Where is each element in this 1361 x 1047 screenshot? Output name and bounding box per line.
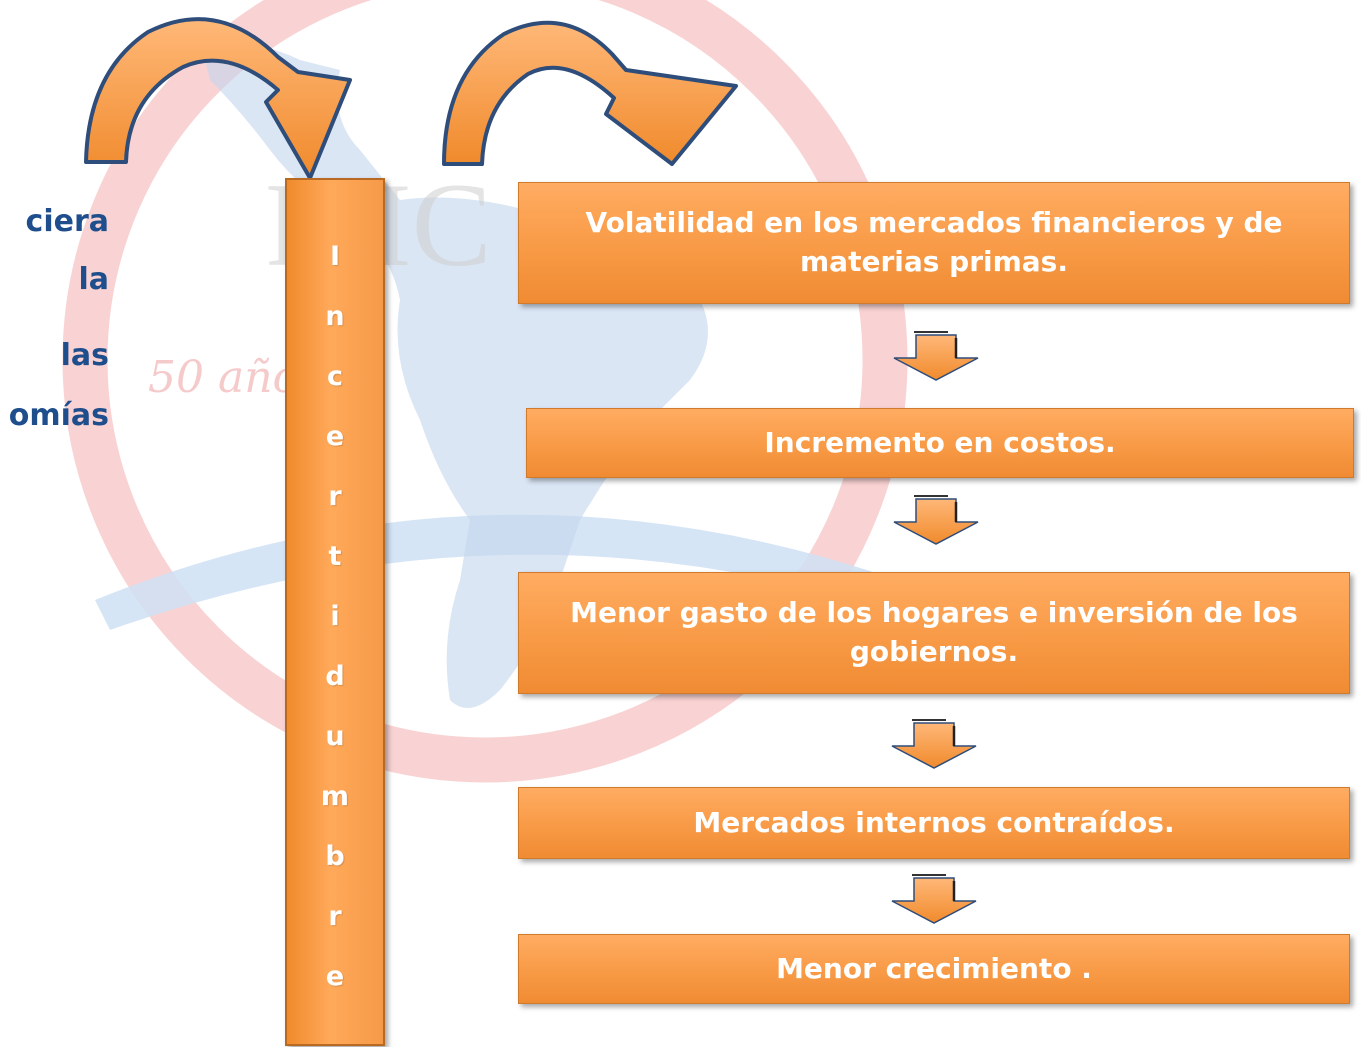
flow-box-contracted-markets: Mercados internos contraídos. [518,787,1350,859]
vertical-letter: c [326,361,343,392]
vertical-letter: r [328,901,342,932]
vertical-letter: u [325,721,345,752]
flow-box-cost-increase: Incremento en costos. [526,408,1354,478]
down-arrow-icon [893,495,979,545]
title-fragment-2: la [78,262,109,297]
flow-box-volatility: Volatilidad en los mercados financieros … [518,182,1350,304]
curved-arrow-icon [442,20,738,166]
watermark-map [200,40,708,708]
vertical-letter: r [328,481,342,512]
flow-box-lower-spending: Menor gasto de los hogares e inversión d… [518,572,1350,694]
vertical-letter: b [325,841,345,872]
vertical-letter: t [328,541,342,572]
vertical-letter: e [325,961,345,992]
vertical-letter: m [320,781,350,812]
vertical-letter: I [329,241,341,272]
vertical-letter: n [325,301,345,332]
watermark-ring [62,0,908,783]
down-arrow-icon [891,719,977,769]
uncertainty-vertical-bar: I n c e r t i d u m b r e [285,178,385,1046]
flow-box-lower-growth: Menor crecimiento . [518,934,1350,1004]
vertical-letter: e [325,421,345,452]
title-fragment-3: las [60,338,109,373]
vertical-letter: d [325,661,345,692]
title-fragment-1: ciera [25,204,109,239]
title-fragment-4: omías [8,398,109,433]
curved-arrow-icon [84,17,352,180]
down-arrow-icon [891,874,977,924]
vertical-letter: i [330,601,340,632]
down-arrow-icon [893,331,979,381]
